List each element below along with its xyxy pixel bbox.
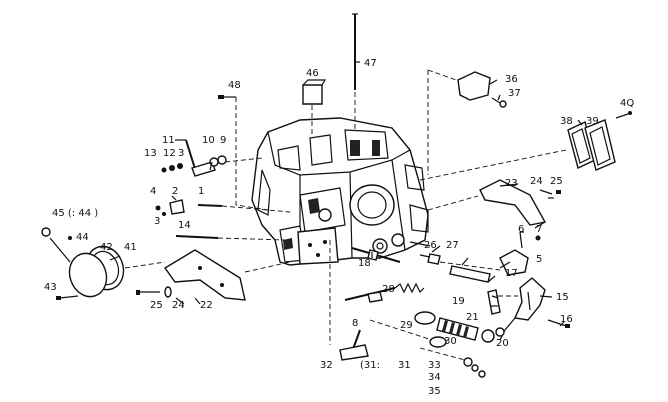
label-39: 39 bbox=[586, 116, 599, 127]
label-2: 2 bbox=[172, 186, 178, 197]
label-3: 3 bbox=[178, 148, 184, 159]
part-number-labels: 47 46 48 36 37 38 39 4Q 11 10 9 13 12 3 … bbox=[44, 58, 634, 397]
label-12: 12 bbox=[163, 148, 176, 159]
label-9: 9 bbox=[220, 135, 226, 146]
label-48: 48 bbox=[228, 80, 241, 91]
label-32: 32 bbox=[320, 360, 333, 371]
label-6: 6 bbox=[518, 224, 524, 235]
parts-24-25 bbox=[136, 286, 172, 298]
part-5-ring bbox=[499, 231, 541, 276]
parts-1-4 bbox=[155, 199, 291, 216]
label-40: 4Q bbox=[620, 98, 634, 109]
lever-assembly-9-13 bbox=[161, 139, 263, 177]
parts-38-39-frames bbox=[419, 111, 632, 181]
label-13: 13 bbox=[144, 148, 157, 159]
parts-33-34-35 bbox=[419, 347, 486, 378]
part-47-rod bbox=[352, 13, 358, 130]
part-19-spring bbox=[487, 289, 505, 337]
label-42: 42 bbox=[100, 242, 113, 253]
label-41: 41 bbox=[124, 242, 137, 253]
label-28: 28 bbox=[382, 284, 395, 295]
label-37: 37 bbox=[508, 88, 521, 99]
label-21: 21 bbox=[466, 312, 479, 323]
label-24b: 24 bbox=[530, 176, 543, 187]
part-23-bracket bbox=[427, 179, 561, 229]
label-3b: 3 bbox=[154, 216, 160, 227]
label-11: 11 bbox=[162, 135, 175, 146]
parts-41-45-cover bbox=[41, 227, 166, 300]
label-16: 16 bbox=[560, 314, 573, 325]
label-19: 19 bbox=[452, 296, 465, 307]
label-31: 31 bbox=[398, 360, 411, 371]
label-4: 4 bbox=[150, 186, 156, 197]
label-45: 45 (: 44 ) bbox=[52, 208, 98, 219]
leader-lines bbox=[109, 61, 583, 327]
label-22: 22 bbox=[200, 300, 213, 311]
label-20: 20 bbox=[496, 338, 509, 349]
housing-body bbox=[251, 117, 429, 266]
label-25b: 25 bbox=[550, 176, 563, 187]
label-43: 43 bbox=[44, 282, 57, 293]
part-22-plate bbox=[163, 249, 291, 301]
label-44: 44 bbox=[76, 232, 89, 243]
part-14-pin bbox=[175, 235, 286, 241]
part-30 bbox=[369, 319, 447, 348]
label-46: 46 bbox=[306, 68, 319, 79]
part-46 bbox=[302, 79, 327, 135]
label-26: 26 bbox=[424, 240, 437, 251]
label-38: 38 bbox=[560, 116, 573, 127]
part-8-lever bbox=[339, 329, 369, 361]
label-8: 8 bbox=[352, 318, 358, 329]
label-18: 18 bbox=[358, 258, 371, 269]
label-29: 29 bbox=[400, 320, 413, 331]
label-14: 14 bbox=[178, 220, 191, 231]
label-34: 34 bbox=[428, 372, 441, 383]
part-28-spring bbox=[344, 282, 425, 303]
label-25a: 25 bbox=[150, 300, 163, 311]
label-7: 7 bbox=[536, 224, 542, 235]
label-23: 23 bbox=[505, 178, 518, 189]
label-24a: 24 bbox=[172, 300, 185, 311]
label-35: 35 bbox=[428, 386, 441, 397]
label-5: 5 bbox=[536, 254, 542, 265]
label-1: 1 bbox=[198, 186, 204, 197]
part-17-group bbox=[419, 253, 501, 283]
label-31-paren: (31: bbox=[360, 360, 380, 371]
label-47: 47 bbox=[364, 58, 377, 69]
label-17: 17 bbox=[505, 268, 518, 279]
label-10: 10 bbox=[202, 135, 215, 146]
part-29-roller bbox=[414, 311, 495, 343]
label-15: 15 bbox=[556, 292, 569, 303]
part-48-bolt bbox=[218, 95, 269, 211]
part-36-cover bbox=[427, 69, 507, 175]
label-30: 30 bbox=[444, 336, 457, 347]
part-18-shaft bbox=[351, 247, 401, 263]
label-33: 33 bbox=[428, 360, 441, 371]
label-36: 36 bbox=[505, 74, 518, 85]
label-27: 27 bbox=[446, 240, 459, 251]
